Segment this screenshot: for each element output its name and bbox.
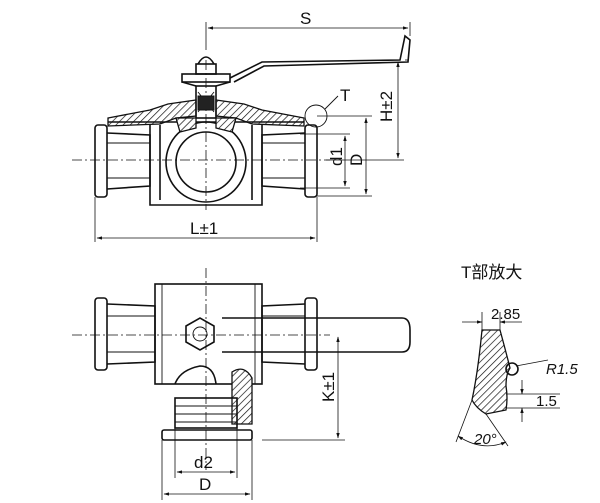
label-d: D [347,154,366,166]
detail-t-view: T部放大 2.85 R1.5 1.5 20° [455,263,578,448]
radius-leader [515,359,549,367]
right-port-ferrule [261,297,318,371]
angle-arc [457,435,507,447]
detail-title: T部放大 [461,263,522,282]
dim-2-85: 2.85 [491,306,520,323]
valve-body [149,121,263,206]
dim-1-5: 1.5 [536,393,557,410]
t-leader [324,95,339,110]
radius-arc [505,362,519,376]
seal-profile-section [471,329,511,415]
label-d2: d2 [194,453,213,472]
label-d1: d1 [327,147,346,166]
label-bottom-d: D [199,475,211,494]
label-t: T [340,86,350,105]
dim-r1-5: R1.5 [546,361,578,378]
bonnet-section [107,85,305,133]
label-k: K±1 [319,372,338,402]
left-clamp-ferrule [94,124,151,198]
top-view: T S H±2 d1 D L±1 [72,9,411,242]
bottom-handle [185,317,411,353]
dim-20-deg: 20° [473,431,497,448]
label-s: S [300,9,311,28]
label-h: H±2 [377,91,396,122]
bottom-valve-body [154,283,263,385]
left-port-ferrule [94,297,156,371]
bottom-view: K±1 d2 D [72,268,411,500]
label-l: L±1 [190,219,218,238]
bottom-port-section [161,365,253,441]
right-clamp-ferrule [261,124,318,198]
handle-assembly [181,34,411,87]
